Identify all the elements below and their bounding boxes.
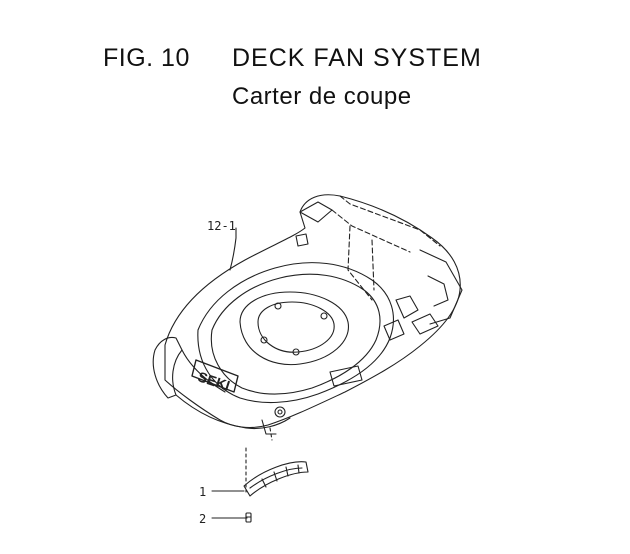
callout-label-2: 2 [199, 512, 207, 526]
part-1-fan-strip [243, 461, 309, 497]
mower-deck [152, 194, 463, 441]
figure-number: FIG. 10 [103, 44, 190, 72]
callout-label-1: 1 [199, 485, 207, 499]
part-2-screw [245, 512, 252, 523]
callout-label-12-1: 12-1 [207, 219, 236, 233]
figure-title: DECK FAN SYSTEM [232, 44, 482, 72]
figure-subtitle: Carter de coupe [232, 83, 412, 110]
